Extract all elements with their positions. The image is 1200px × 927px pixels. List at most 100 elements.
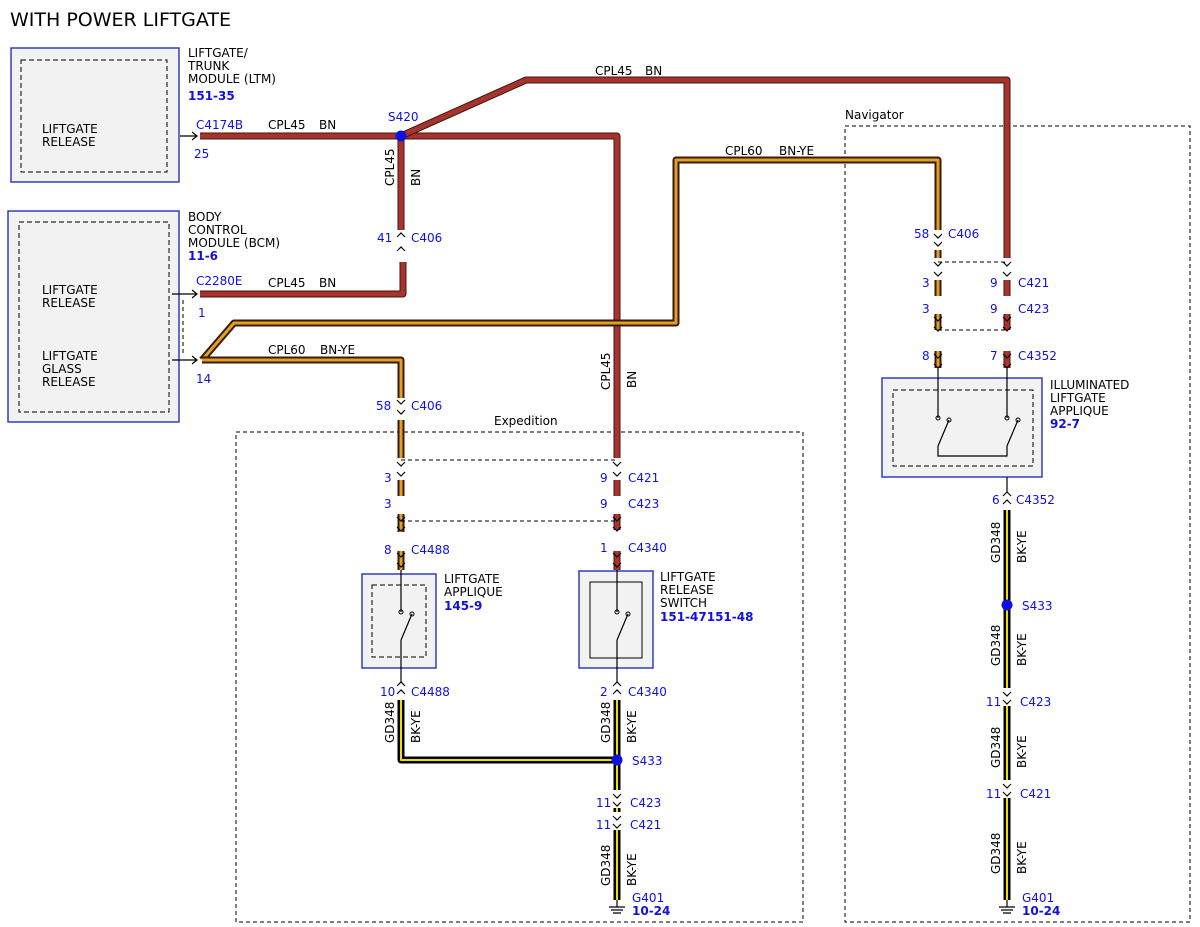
conn-c4488-a: C4488 [411,543,450,557]
ground-icon [609,900,625,914]
color-bkye-g: BK-YE [1015,841,1029,874]
circuit-gd348-e: GD348 [989,625,1003,666]
pin-3-b: 3 [384,497,392,511]
text-line: LIFTGATE [42,349,98,363]
conn-c421-a: C421 [628,471,659,485]
text-line: RELEASE [42,135,96,149]
text-line: LIFTGATE [444,572,500,586]
text-line: MODULE (LTM) [188,72,276,86]
conn-c2280e: C2280E [196,274,243,288]
ground-nav-ref-link[interactable]: 10-24 [1022,904,1060,918]
text-line: ILLUMINATED [1050,378,1129,392]
color-bkye-f: BK-YE [1015,735,1029,768]
pin-1-b: 1 [600,541,608,555]
conn-c4488-b: C4488 [411,685,450,699]
text-line: LIFTGATE [42,283,98,297]
pin-3-c: 3 [922,276,930,290]
expedition-region [235,431,804,923]
conn-c4174b: C4174B [196,118,243,132]
pin-25: 25 [194,147,209,161]
illuminated-ref-link[interactable]: 92-7 [1050,417,1080,431]
text-line: RELEASE [660,583,714,597]
pin-2: 2 [600,685,608,699]
conn-c4352-a: C4352 [1018,349,1057,363]
pin-11-c: 11 [986,695,1001,709]
pin-41: 41 [377,231,392,245]
navigator-label: Navigator [845,108,904,122]
ground-exp-ref-link[interactable]: 10-24 [632,904,670,918]
applique-ref-link[interactable]: 145-9 [444,599,482,613]
pin-9-b: 9 [600,497,608,511]
illuminated-applique-component[interactable] [881,368,1043,492]
circuit-cpl45-vert-b: CPL45 [599,352,613,390]
bcm-ref-link[interactable]: 11-6 [188,249,218,263]
text-line: LIFTGATE/ [188,46,249,60]
color-bn-vert-a: BN [409,169,423,186]
conn-c421-b: C421 [630,818,661,832]
color-bkye-b: BK-YE [625,710,639,743]
circuit-gd348-g: GD348 [989,833,1003,874]
conn-c406-b: C406 [411,399,442,413]
splice-s420-dot[interactable] [395,130,407,142]
text-line: SWITCH [660,596,707,610]
conn-c423-c: C423 [1018,302,1049,316]
splice-s433-exp-dot[interactable] [611,754,623,766]
text-line: MODULE (BCM) [188,236,280,250]
conn-c4352-b: C4352 [1016,493,1055,507]
pin-10: 10 [380,685,395,699]
ltm-module[interactable] [10,47,180,183]
ground-nav-label: G401 [1022,891,1054,905]
text-line: LIFTGATE [660,570,716,584]
splice-s420-label: S420 [388,110,419,124]
text-line: LIFTGATE [1050,391,1106,405]
text-line: CONTROL [188,223,247,237]
diagram-title: WITH POWER LIFTGATE [10,9,231,31]
pin-14: 14 [196,372,211,386]
color-bnye-b: BN-YE [779,144,814,158]
color-bkye-e: BK-YE [1015,633,1029,666]
color-bkye-a: BK-YE [409,710,423,743]
pin-58-b: 58 [914,227,929,241]
ltm-ref-link[interactable]: 151-35 [188,89,235,103]
pin-9-a: 9 [600,471,608,485]
conn-c423-b: C423 [630,796,661,810]
circuit-gd348-b: GD348 [599,702,613,743]
text-line: GLASS [42,362,82,376]
circuit-cpl45-a: CPL45 [268,118,306,132]
splice-s433-nav-label: S433 [1022,599,1053,613]
wire-cpl60 [199,156,942,570]
connector-chevrons [172,131,1012,829]
release-switch-component[interactable] [578,570,654,682]
pin-7: 7 [990,349,998,363]
circuit-cpl60-a: CPL60 [268,343,306,357]
color-bn-b: BN [319,276,336,290]
pin-9-c: 9 [990,276,998,290]
splice-s433-nav-dot[interactable] [1001,599,1013,611]
pin-6: 6 [992,493,1000,507]
pin-8-b: 8 [922,349,930,363]
navigator-region [844,125,1191,923]
circuit-gd348-f: GD348 [989,727,1003,768]
splice-s433-exp-label: S433 [632,754,663,768]
circuit-cpl45-vert-a: CPL45 [383,148,397,186]
circuit-gd348-c: GD348 [599,845,613,886]
bcm-module[interactable] [7,210,180,423]
conn-c406-a: C406 [411,231,442,245]
conn-c421-d: C421 [1020,787,1051,801]
circuit-cpl45-b: CPL45 [268,276,306,290]
text-line: APPLIQUE [1050,404,1109,418]
liftgate-applique-component[interactable] [361,570,437,682]
text-line: APPLIQUE [444,585,503,599]
circuit-cpl45-c: CPL45 [595,64,633,78]
color-bnye-a: BN-YE [320,343,355,357]
release-switch-ref-link[interactable]: 151-47151-48 [660,610,753,624]
ground-exp-label: G401 [632,891,664,905]
color-bn-c: BN [645,64,662,78]
pin-3-d: 3 [922,302,930,316]
